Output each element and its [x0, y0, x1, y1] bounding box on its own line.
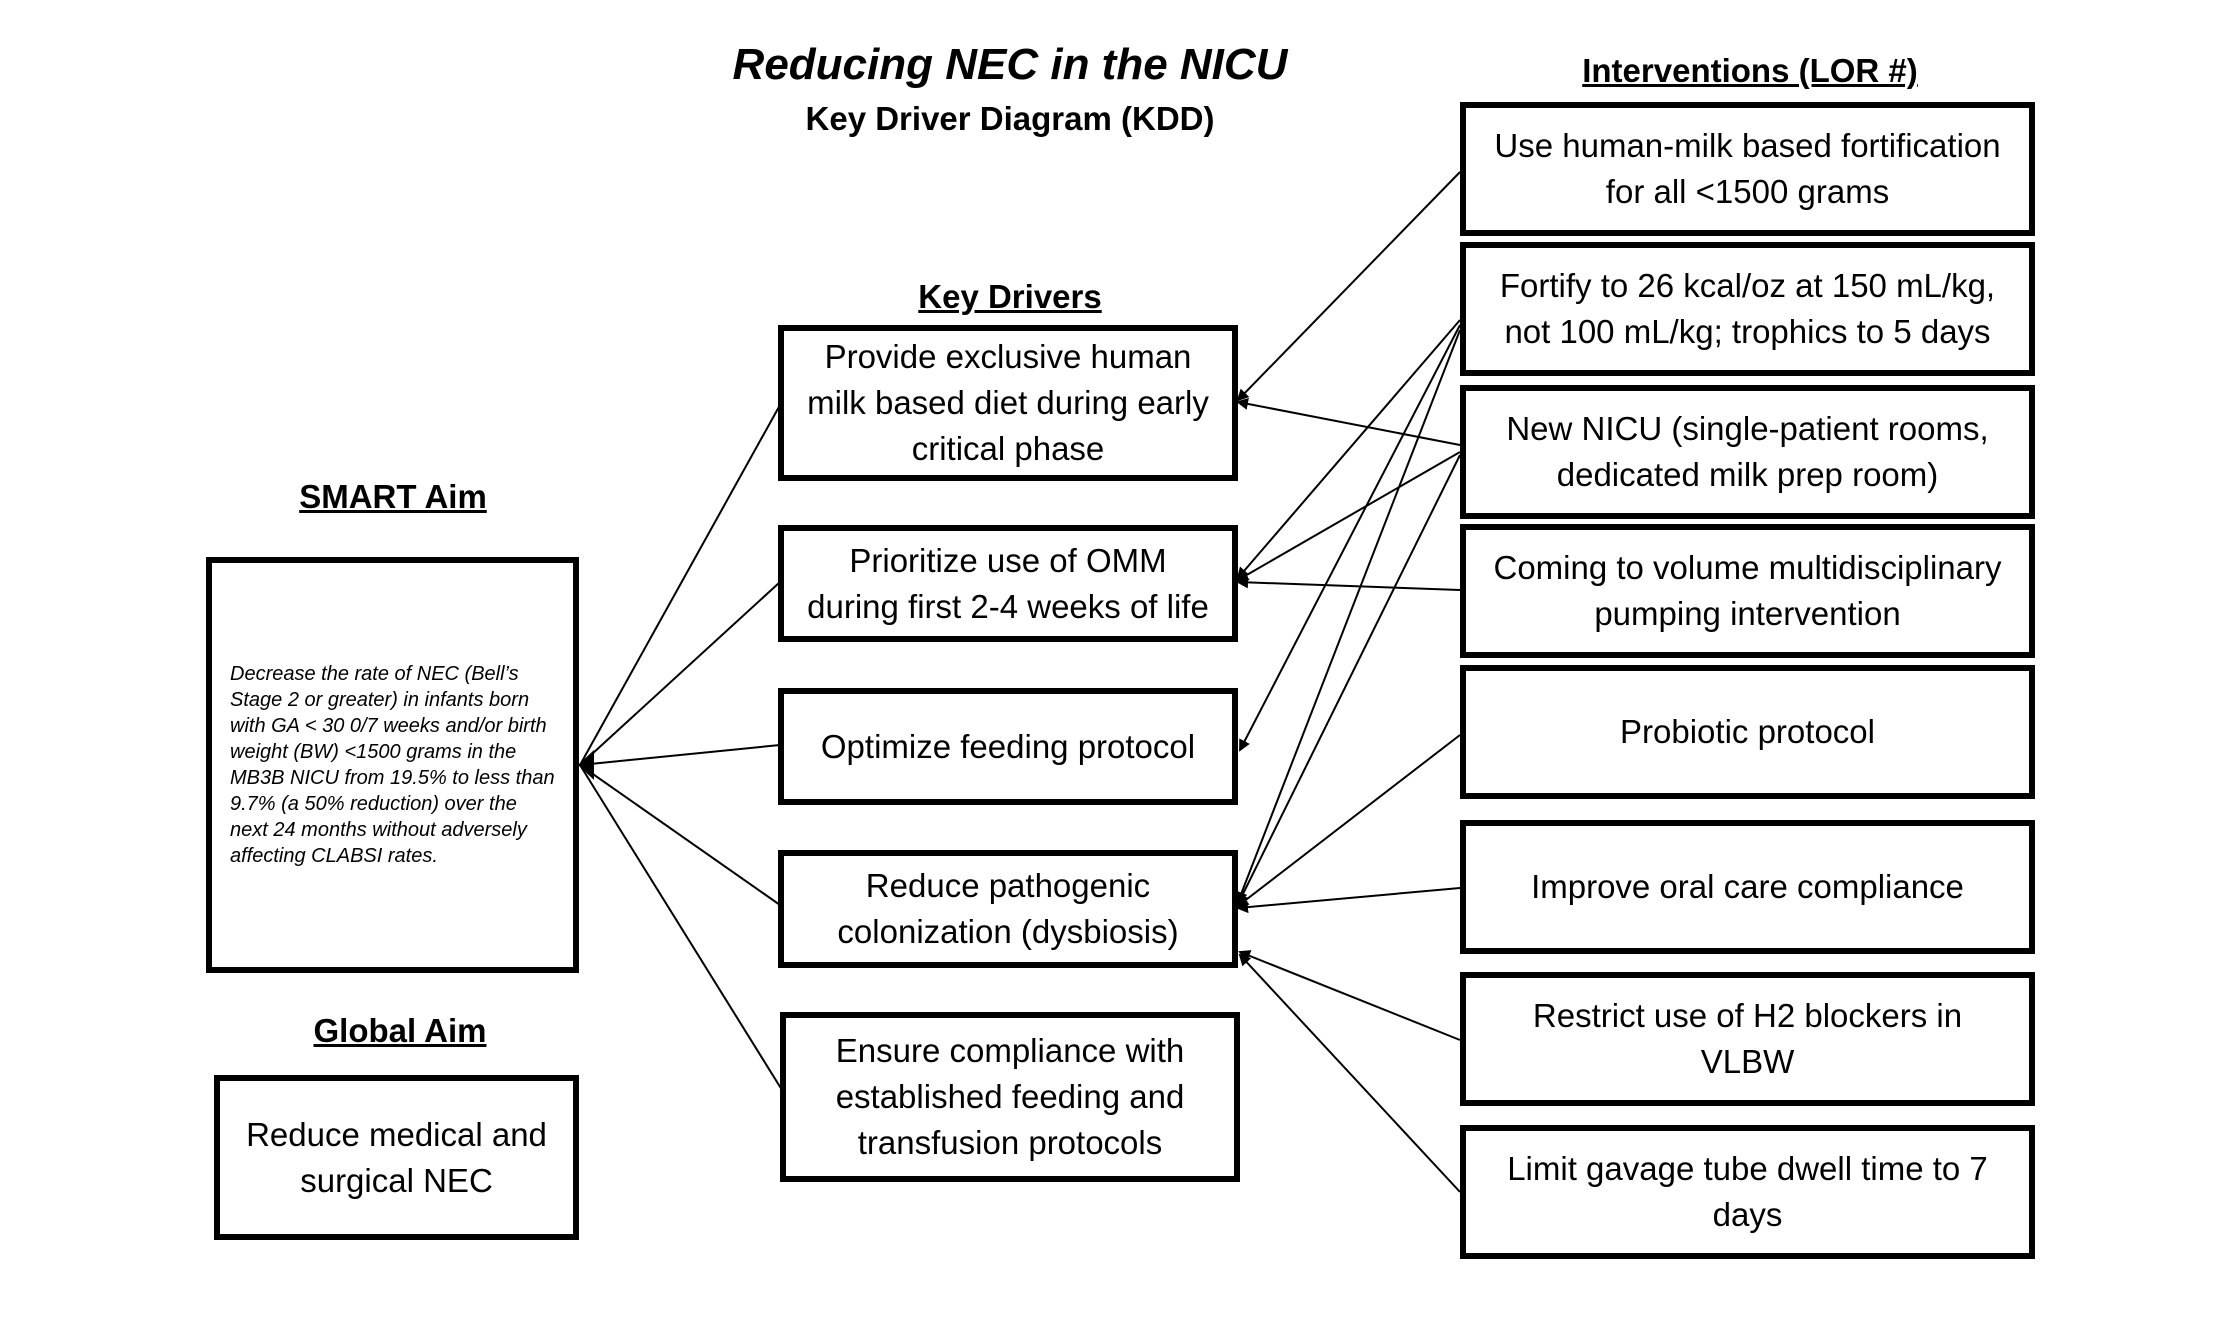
int-2-to-driver-3	[1239, 324, 1461, 752]
intervention-text: Coming to volume multidisciplinary pumpi…	[1493, 549, 2002, 632]
aim-to-driver-1	[579, 404, 781, 766]
key-driver-box: Provide exclusive human milk based diet …	[778, 325, 1238, 481]
key-driver-text: Prioritize use of OMM during first 2-4 w…	[807, 541, 1209, 625]
global-aim-text: Reduce medical and surgical NEC	[246, 1115, 547, 1199]
intervention-box: Restrict use of H2 blockers in VLBW	[1460, 972, 2035, 1106]
interventions-heading: Interventions (LOR #)	[1582, 52, 1918, 89]
int-3-to-driver-4	[1237, 454, 1461, 906]
int-8-to-driver-4	[1238, 953, 1461, 1193]
smart-aim-box: Decrease the rate of NEC (Bell’s Stage 2…	[206, 557, 579, 973]
key-driver-box: Ensure compliance with established feedi…	[780, 1012, 1240, 1182]
key-driver-text: Provide exclusive human milk based diet …	[807, 338, 1209, 467]
intervention-text: Limit gavage tube dwell time to 7 days	[1507, 1150, 1988, 1233]
intervention-box: Probiotic protocol	[1460, 665, 2035, 799]
int-5-to-driver-4	[1236, 734, 1461, 908]
int-2-to-driver-4	[1236, 329, 1461, 904]
intervention-box: Use human-milk based fortification for a…	[1460, 102, 2035, 236]
key-driver-text: Reduce pathogenic colonization (dysbiosi…	[837, 867, 1179, 950]
int-3-to-driver-2	[1236, 451, 1461, 581]
smart-aim-text: Decrease the rate of NEC (Bell’s Stage 2…	[230, 663, 555, 867]
intervention-text: Probiotic protocol	[1620, 713, 1875, 750]
intervention-text: Restrict use of H2 blockers in VLBW	[1532, 997, 1963, 1080]
diagram-title: Reducing NEC in the NICU	[732, 40, 1288, 89]
diagram-subtitle: Key Driver Diagram (KDD)	[805, 100, 1215, 137]
intervention-box: Fortify to 26 kcal/oz at 150 mL/kg, not …	[1460, 242, 2035, 376]
key-driver-box: Reduce pathogenic colonization (dysbiosi…	[778, 850, 1238, 968]
aim-arrowhead	[578, 750, 594, 780]
key-drivers-heading: Key Drivers	[918, 278, 1102, 315]
intervention-text: Use human-milk based fortification for a…	[1494, 127, 2001, 210]
int-6-to-driver-4	[1236, 887, 1461, 914]
key-driver-text: Ensure compliance with established feedi…	[835, 1032, 1185, 1161]
aim-to-driver-3	[579, 744, 781, 766]
aim-to-driver-2	[579, 581, 781, 766]
int-2-to-driver-2	[1236, 319, 1461, 580]
intervention-box: Coming to volume multidisciplinary pumpi…	[1460, 524, 2035, 658]
int-3-to-driver-1	[1236, 398, 1461, 446]
intervention-text: Fortify to 26 kcal/oz at 150 mL/kg, not …	[1499, 267, 1996, 350]
intervention-box: Improve oral care compliance	[1460, 820, 2035, 954]
key-driver-box: Optimize feeding protocol	[778, 688, 1238, 805]
global-aim-box: Reduce medical and surgical NEC	[214, 1075, 579, 1240]
smart-aim-heading: SMART Aim	[299, 478, 487, 515]
intervention-text: New NICU (single-patient rooms, dedicate…	[1506, 410, 1989, 493]
key-driver-box: Prioritize use of OMM during first 2-4 w…	[778, 525, 1238, 642]
intervention-text: Improve oral care compliance	[1531, 868, 1964, 905]
aim-to-driver-5	[579, 764, 783, 1091]
intervention-box: Limit gavage tube dwell time to 7 days	[1460, 1125, 2035, 1259]
int-4-to-driver-2	[1236, 576, 1461, 591]
int-1-to-driver-1	[1236, 171, 1461, 402]
intervention-box: New NICU (single-patient rooms, dedicate…	[1460, 385, 2035, 519]
key-driver-text: Optimize feeding protocol	[820, 727, 1196, 765]
global-aim-heading: Global Aim	[313, 1012, 487, 1049]
int-7-to-driver-4	[1238, 950, 1461, 1041]
aim-to-driver-4	[579, 764, 781, 906]
